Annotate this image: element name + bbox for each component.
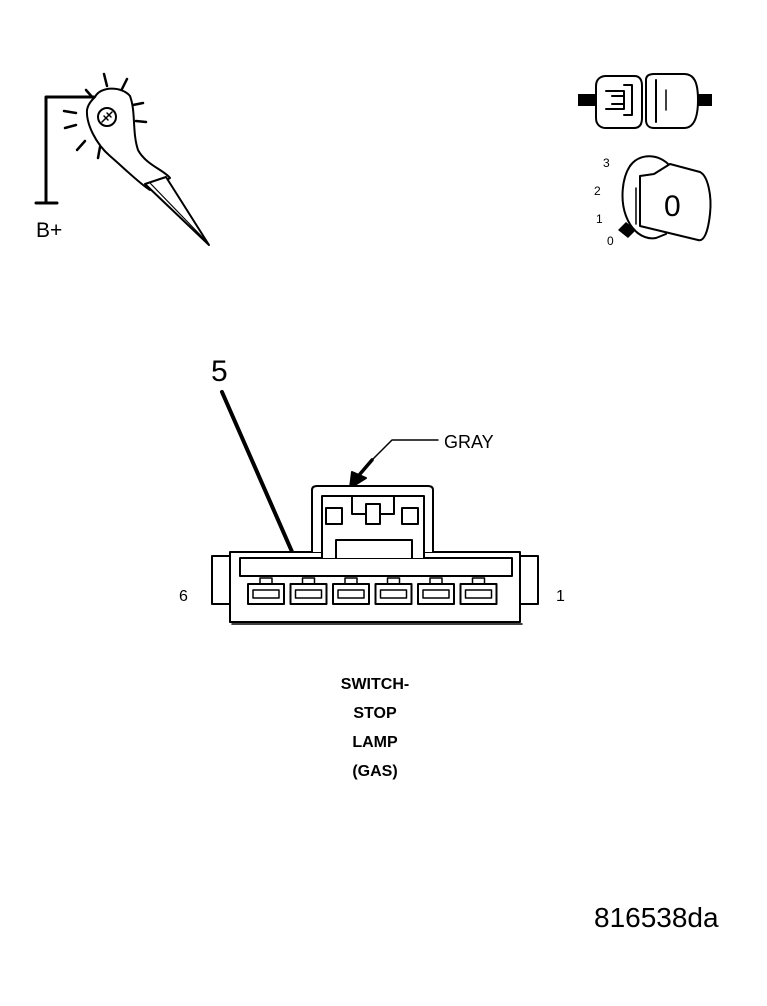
terminal-cavities — [247, 577, 498, 605]
ignition-position-label: 2 — [594, 184, 601, 198]
wire-color-label: GRAY — [444, 432, 494, 452]
terminal-cavity — [289, 577, 328, 605]
pin-callout-number: 5 — [211, 355, 228, 388]
terminal-cavity — [459, 577, 498, 605]
wire-color-leader — [349, 439, 439, 489]
terminal-cavity — [417, 577, 455, 605]
connector-plug-icon — [578, 73, 712, 129]
connector-caption-line: STOP — [353, 705, 397, 722]
ignition-position-label: 3 — [603, 156, 610, 170]
ignition-key-position-label: 0 — [664, 190, 681, 223]
connector-caption-line: LAMP — [352, 734, 398, 751]
ignition-position-label: 0 — [607, 234, 614, 248]
end-pin-right-label: 1 — [556, 588, 565, 605]
end-pin-left-label: 6 — [179, 588, 188, 605]
connector-caption-line: (GAS) — [352, 763, 398, 780]
figure-id: 816538da — [594, 902, 719, 933]
connector-caption-line: SWITCH- — [340, 676, 410, 693]
test-light-probe-icon — [34, 72, 210, 246]
terminal-cavity — [374, 577, 413, 605]
ignition-key-icon — [618, 155, 712, 242]
ignition-position-label: 1 — [596, 212, 603, 226]
supply-label: B+ — [36, 219, 63, 242]
terminal-cavity — [247, 577, 285, 605]
terminal-cavity — [332, 577, 370, 605]
